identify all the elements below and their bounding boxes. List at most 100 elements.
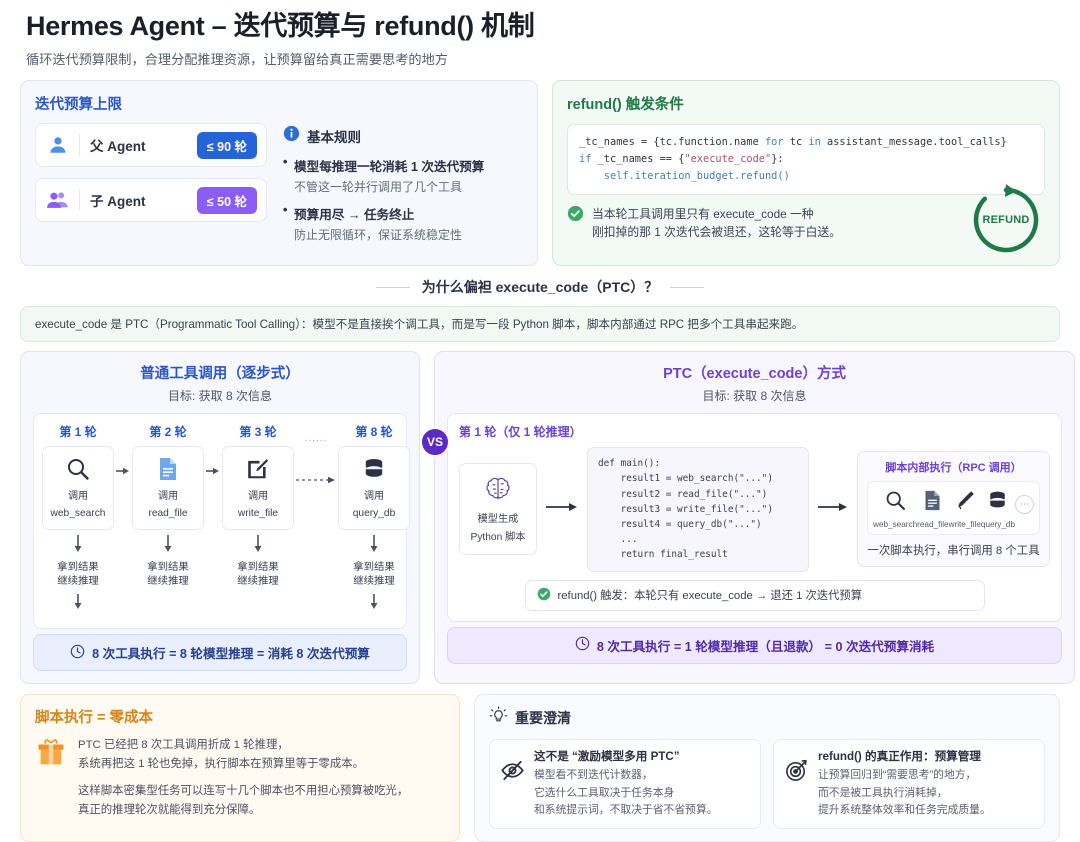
tool-card[interactable]: 调用 read_file — [132, 446, 204, 531]
normal-pane-title: 普通工具调用（逐步式） — [140, 366, 300, 383]
step-result: 拿到结果 继续推理 — [353, 561, 395, 589]
result-line-2: 继续推理 — [237, 576, 279, 588]
zero-p1-l2: 系统再把这 1 轮也免掉，执行脚本在预算里等于零成本。 — [78, 757, 365, 770]
ptc-summary-text: 8 次工具执行 = 1 轮模型推理（且退款） = 0 次迭代预算消耗 — [596, 639, 935, 654]
rule-item: 预算用尽 → 任务终止 防止无限循环，保证系统稳定性 — [283, 203, 523, 243]
top-row: 迭代预算上限 父 Agent ≤ 90 轮 — [20, 80, 1060, 267]
code-seg: _tc_names = {tc.function.name — [579, 136, 765, 149]
rpc-tool-name: read_file — [917, 520, 949, 530]
target-icon — [784, 748, 809, 788]
clarification-title: 重要澄清 — [515, 710, 571, 727]
ptc-round-box: 第 1 轮（仅 1 轮推理） 模型生成 Python 脚本 — [447, 413, 1063, 622]
cl2-l3: 提升系统整体效率和任务完成质量。 — [818, 804, 991, 817]
step-result: 拿到结果 继续推理 — [237, 561, 279, 589]
refund-note: 当本轮工具调用里只有 execute_code 一种 刚扣掉的那 1 次迭代会被… — [567, 205, 1045, 242]
rpc-tool-query-db[interactable]: query_db — [981, 489, 1015, 529]
rpc-tool-web-search[interactable]: web_search — [873, 489, 917, 529]
tool-call-label: 调用 — [247, 491, 269, 503]
rpc-tool-icons: web_search read_file — [867, 481, 1041, 536]
step-round-3: 第 3 轮 调用 write_file 拿到结果 继续推理 — [222, 423, 294, 589]
zero-cost-text: PTC 已经把 8 次工具调用折成 1 轮推理， 系统再把这 1 轮也免掉，执行… — [78, 736, 408, 819]
arrow-down-icon — [73, 594, 83, 615]
ptc-flow: 模型生成 Python 脚本 def main(): result1 = web… — [459, 447, 1051, 572]
clock-icon — [70, 644, 85, 662]
database-icon — [986, 489, 1009, 517]
section-divider: 为什么偏袒 execute_code（PTC）？ — [20, 277, 1060, 297]
brain-icon — [482, 474, 514, 509]
cl1-l3: 和系统提示词，不取决于省不省预算。 — [534, 804, 718, 817]
arrow-down-icon — [163, 535, 173, 558]
clarification-card: 重要澄清 这不是 “激励模型多用 PTC” 模型看不到迭代计数器， — [474, 694, 1060, 842]
gift-icon — [35, 736, 67, 819]
tool-name: write_file — [237, 507, 279, 519]
step-round-1: 第 1 轮 调用 web_search 拿到结果 继续推理 — [42, 423, 114, 618]
comparison-section: VS 普通工具调用（逐步式） 目标: 获取 8 次信息 第 1 轮 调用 web… — [20, 351, 1076, 685]
rpc-tool-read-file[interactable]: read_file — [917, 489, 949, 530]
search-icon — [65, 456, 91, 487]
page-subtitle: 循环迭代预算限制，合理分配推理资源，让预算留给真正需要思考的地方 — [26, 52, 448, 68]
step-result: 拿到结果 继续推理 — [147, 561, 189, 589]
result-line-1: 拿到结果 — [237, 562, 279, 574]
ptc-summary-bar: 8 次工具执行 = 1 轮模型推理（且退款） = 0 次迭代预算消耗 — [447, 626, 1063, 664]
clarification-body-1: 模型看不到迭代计数器， 它选什么工具取决于任务本身 和系统提示词，不取决于省不省… — [534, 767, 718, 819]
tool-card[interactable]: 调用 write_file — [222, 446, 294, 531]
agent-row-parent[interactable]: 父 Agent ≤ 90 轮 — [35, 123, 267, 168]
bottom-row: 脚本执行 = 零成本 PTC 已经把 8 次工具调用折成 1 轮推理， 系统再把… — [20, 694, 1060, 842]
rpc-tool-name: query_db — [980, 520, 1016, 530]
agent-limit-list: 父 Agent ≤ 90 轮 子 Agent ≤ 50 轮 — [35, 123, 267, 252]
basic-rules-title: 基本规则 — [307, 130, 361, 146]
cl1-l1: 模型看不到迭代计数器， — [534, 769, 653, 782]
rpc-caption: 一次脚本执行，串行调用 8 个工具 — [867, 545, 1040, 558]
clarification-head-1: 这不是 “激励模型多用 PTC” — [534, 750, 680, 764]
normal-pane-goal: 目标: 获取 8 次信息 — [167, 389, 272, 404]
code-seg: tc — [783, 136, 809, 149]
code-string: "execute_code" — [684, 153, 772, 166]
info-icon — [283, 125, 300, 147]
result-line-2: 继续推理 — [147, 576, 189, 588]
database-icon — [361, 456, 387, 487]
tool-card[interactable]: 调用 web_search — [42, 446, 114, 531]
page-header: Hermes Agent – 迭代预算与 refund() 机制 循环迭代预算限… — [20, 0, 1060, 74]
model-generates-script-card: 模型生成 Python 脚本 — [459, 463, 537, 556]
cl2-l1: 让预算回归到“需要思考”的地方， — [818, 769, 977, 782]
result-line-1: 拿到结果 — [353, 562, 395, 574]
rule-sub: 防止无限循环，保证系统稳定性 — [294, 228, 463, 243]
arrow-right-icon — [546, 500, 578, 518]
rule-item: 模型每推理一轮消耗 1 次迭代预算 不管这一轮并行调用了几个工具 — [283, 155, 523, 195]
zero-p2-l2: 真正的推理轮次就能得到充分保障。 — [78, 803, 261, 816]
steps-ellipsis-group: ...... — [296, 423, 336, 490]
code-keyword: for — [764, 136, 784, 149]
rpc-tool-write-file[interactable]: write_file — [949, 489, 981, 529]
ptc-definition-banner: execute_code 是 PTC（Programmatic Tool Cal… — [20, 306, 1060, 343]
ptc-round-label: 第 1 轮（仅 1 轮推理） — [459, 425, 582, 440]
tool-name: query_db — [352, 507, 396, 519]
section-divider-title: 为什么偏袒 execute_code（PTC）？ — [421, 279, 659, 296]
file-icon — [156, 456, 180, 487]
divider — [79, 134, 80, 157]
arrow-down-icon — [73, 535, 83, 558]
result-line-2: 继续推理 — [57, 576, 99, 588]
zero-p2-l1: 这样脚本密集型任务可以连写十几个脚本也不用担心预算被吃光， — [78, 785, 409, 798]
tool-call-label: 调用 — [363, 491, 385, 503]
tool-card[interactable]: 调用 query_db — [338, 446, 410, 531]
normal-summary-bar: 8 次工具执行 = 8 轮模型推理 = 消耗 8 次迭代预算 — [33, 634, 407, 672]
tool-name: read_file — [148, 507, 188, 519]
zero-p1-l1: PTC 已经把 8 次工具调用折成 1 轮推理， — [78, 739, 289, 752]
pencil-icon — [953, 489, 976, 517]
refund-ring-icon: REFUND — [969, 183, 1043, 257]
normal-tool-calling-pane: 普通工具调用（逐步式） 目标: 获取 8 次信息 第 1 轮 调用 web_se… — [20, 351, 420, 685]
brain-label-2: Python 脚本 — [470, 531, 526, 543]
vs-badge: VS — [420, 427, 450, 458]
agent-row-child[interactable]: 子 Agent ≤ 50 轮 — [35, 178, 267, 223]
tool-call-label: 调用 — [67, 491, 89, 503]
search-icon — [884, 489, 907, 517]
zero-p2: 这样脚本密集型任务可以连写十几个脚本也不用担心预算被吃光， 真正的推理轮次就能得… — [78, 782, 408, 819]
normal-summary-text: 8 次工具执行 = 8 轮模型推理 = 消耗 8 次迭代预算 — [92, 647, 370, 662]
user-icon — [45, 134, 71, 156]
rpc-execution-box: 脚本内部执行（RPC 调用） web_search — [857, 451, 1051, 568]
code-keyword: in — [808, 136, 821, 149]
divider-line-right — [670, 286, 705, 288]
check-circle-icon — [567, 205, 584, 227]
round-label: 第 1 轮 — [59, 425, 97, 440]
eye-off-icon — [500, 748, 525, 788]
